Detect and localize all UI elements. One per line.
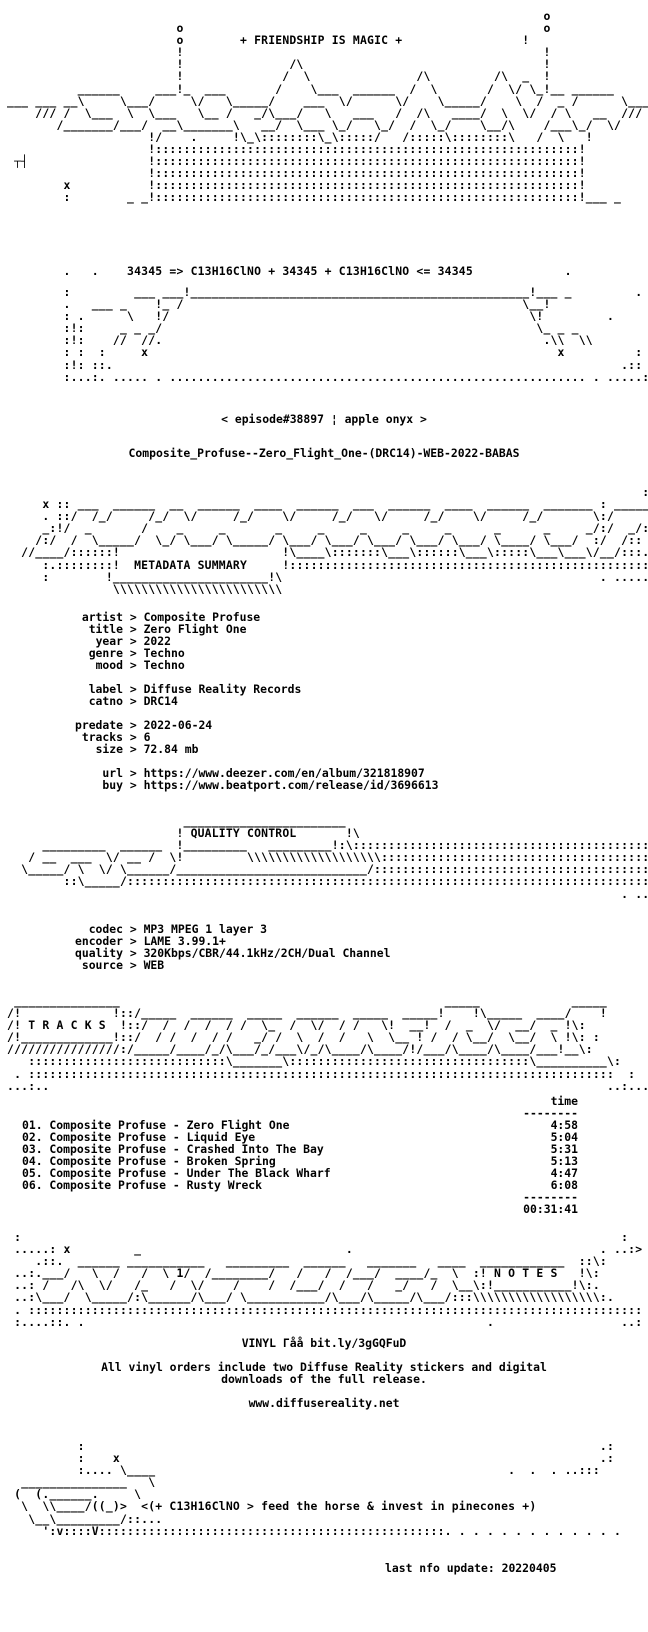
track-row: 02. Composite Profuse - Liquid Eye 5:04 [22, 1131, 578, 1143]
friendship-banner: + FRIENDSHIP IS MAGIC + [239, 33, 403, 48]
track-time: 4:58 [550, 1118, 578, 1132]
time-rule-bottom: -------- [523, 1190, 578, 1204]
notes-title: N O T E S [494, 1266, 558, 1281]
footer-slogan: <(+ C13H16ClNO > feed the horse & invest… [141, 1499, 537, 1514]
track-time: 4:47 [550, 1166, 578, 1180]
track-row: 06. Composite Profuse - Rusty Wreck 6:08 [22, 1179, 578, 1191]
metadata-title: METADATA SUMMARY [134, 557, 248, 572]
tracks-title: T R A C K S [28, 1018, 106, 1033]
artist-value: Composite Profuse [143, 610, 261, 624]
formula-row: . . 34345 => C13H16ClNO + 34345 + C13H16… [0, 264, 572, 278]
track-title: 05. Composite Profuse - Under The Black … [22, 1166, 331, 1180]
track-title: 02. Composite Profuse - Liquid Eye [22, 1130, 256, 1144]
tracks-count-value: 6 [143, 730, 151, 744]
track-title: 04. Composite Profuse - Broken Spring [22, 1154, 276, 1168]
time-header: time [550, 1094, 578, 1108]
track-title: 01. Composite Profuse - Zero Flight One [22, 1118, 290, 1132]
track-row: 04. Composite Profuse - Broken Spring 5:1… [22, 1155, 578, 1167]
track-row: 01. Composite Profuse - Zero Flight One 4… [22, 1119, 578, 1131]
ascii-quality-header: _______________________ ! QUALITY CONTRO… [21, 814, 648, 901]
quality-fields: codec > MP3 MPEG 1 layer 3 encoder > LAM… [74, 922, 391, 972]
genre-value: Techno [143, 646, 185, 660]
notes-line-2: downloads of the full release. [221, 1372, 427, 1386]
track-time: 5:31 [550, 1142, 578, 1156]
episode-line: < episode#38897 ¦ apple onyx > [221, 412, 427, 426]
encoder-value: LAME 3.99.1+ [143, 934, 226, 948]
ascii-notes-header: : : .....: x _ . . ..:> .::. ______ __ [14, 1230, 643, 1329]
metadata-fields: artist > Composite Profuse title > Zero … [74, 610, 439, 792]
total-time: 00:31:41 [523, 1202, 578, 1216]
track-time: 5:04 [550, 1130, 578, 1144]
quality-title: QUALITY CONTROL [190, 826, 297, 841]
tracklist: time -------- 01. Composite Profuse - Ze… [0, 508, 648, 1215]
ascii-footer: : .: : x .: :.... \____ [14, 1439, 622, 1538]
last-update: last nfo update: 20220405 [385, 1561, 557, 1575]
predate-value: 2022-06-24 [143, 718, 213, 732]
vinyl-link[interactable]: VINYL Γåå bit.ly/3gGQFuD [241, 1336, 407, 1350]
buy-link[interactable]: https://www.beatport.com/release/id/3696… [143, 778, 439, 792]
ascii-tracks-header: _______________ _____ _____ /! !::/_____… [7, 994, 648, 1093]
codec-value: MP3 MPEG 1 layer 3 [143, 922, 268, 936]
track-row: 03. Composite Profuse - Crashed Into The… [22, 1143, 578, 1155]
track-time: 6:08 [550, 1178, 578, 1192]
ascii-logo-top: o o o o + FRIENDSHIP IS MAGIC + ! ! [7, 9, 648, 205]
label-value: Diffuse Reality Records [143, 682, 302, 696]
ascii-logo-bottom: : ___ ___!______________________________… [63, 285, 648, 384]
title-value: Zero Flight One [143, 622, 247, 636]
track-title: 03. Composite Profuse - Crashed Into The… [22, 1142, 324, 1156]
source-value: WEB [143, 958, 165, 972]
notes-line-1: All vinyl orders include two Diffuse Rea… [101, 1360, 547, 1374]
catno-value: DRC14 [143, 694, 178, 708]
formula-text: 34345 => C13H16ClNO + 34345 + C13H16ClNO… [127, 264, 473, 278]
quality-value: 320Kbps/CBR/44.1kHz/2CH/Dual Channel [143, 946, 391, 960]
year-value: 2022 [143, 634, 172, 648]
size-value: 72.84 mb [143, 742, 199, 756]
track-row: 05. Composite Profuse - Under The Black … [22, 1167, 578, 1179]
time-rule-top: -------- [523, 1106, 578, 1120]
release-dirname: Composite_Profuse--Zero_Flight_One-(DRC1… [128, 446, 520, 460]
ascii-metadata-header: : x :: ___ ______ __ ______ ____ ______ … [21, 486, 648, 596]
track-time: 5:13 [550, 1154, 578, 1168]
mood-value: Techno [143, 658, 185, 672]
url-link[interactable]: https://www.deezer.com/en/album/32181890… [143, 766, 425, 780]
track-title: 06. Composite Profuse - Rusty Wreck [22, 1178, 263, 1192]
website-link[interactable]: www.diffusereality.net [248, 1396, 400, 1410]
